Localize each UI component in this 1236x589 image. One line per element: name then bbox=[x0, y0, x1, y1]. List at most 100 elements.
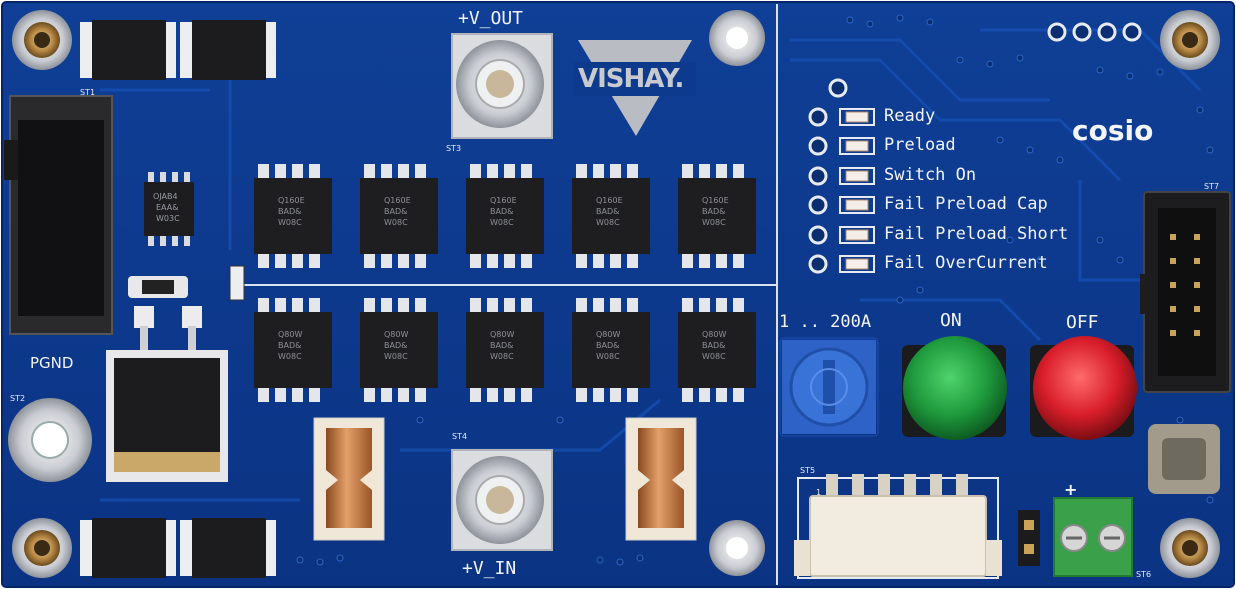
diode-icon bbox=[80, 20, 176, 80]
mosfet-top-marking: Q160E bbox=[596, 196, 623, 205]
mosfet-top-marking: BAD& bbox=[596, 207, 620, 216]
mosfet-top-marking: W08C bbox=[490, 218, 514, 227]
mosfet-top-marking: W08C bbox=[278, 218, 302, 227]
output-terminal-icon bbox=[451, 33, 553, 139]
ground-label: PGND bbox=[30, 354, 74, 372]
mosfet-bottom-marking: Q80W bbox=[384, 330, 409, 339]
terminal-polarity-label: + bbox=[1064, 480, 1078, 499]
driver-ic-icon bbox=[144, 172, 194, 246]
smd-resistor-icon bbox=[229, 265, 245, 301]
status-led-icon bbox=[839, 196, 875, 214]
test-point-icon bbox=[808, 107, 828, 127]
input-terminal-icon bbox=[451, 449, 553, 551]
mosfet-row-bottom bbox=[254, 298, 756, 402]
header-pads-icon bbox=[1047, 22, 1142, 42]
designator-st7: ST7 bbox=[1204, 182, 1220, 191]
diode-icon bbox=[180, 20, 276, 80]
wire-connector-icon bbox=[794, 474, 1002, 579]
test-point-icon bbox=[808, 136, 828, 156]
current-trimmer-icon[interactable] bbox=[779, 337, 879, 437]
status-led-icon bbox=[839, 137, 875, 155]
driver-ic-marking-line2: EAA& bbox=[156, 203, 179, 212]
designator-st2: ST2 bbox=[10, 394, 26, 403]
screw-hole-icon bbox=[709, 10, 765, 66]
mosfet-icon bbox=[466, 164, 544, 268]
test-point-icon bbox=[828, 78, 848, 98]
mounting-hole-icon bbox=[12, 10, 72, 70]
designator-st5: ST5 bbox=[800, 466, 816, 475]
status-led-icon bbox=[839, 167, 875, 185]
status-led-0-label: Ready bbox=[884, 106, 936, 126]
mosfet-top-marking: BAD& bbox=[384, 207, 408, 216]
mosfet-bottom-marking: BAD& bbox=[384, 341, 408, 350]
mosfet-bottom-marking: W08C bbox=[490, 352, 514, 361]
mosfet-bottom-marking: Q80W bbox=[596, 330, 621, 339]
diode-icon bbox=[180, 518, 276, 578]
vishay-logo-icon bbox=[574, 40, 696, 136]
mosfet-top-marking: Q160E bbox=[278, 196, 305, 205]
mosfet-icon bbox=[360, 164, 438, 268]
via-field bbox=[296, 14, 1214, 566]
current-range-label: 1 .. 200A bbox=[779, 312, 872, 332]
mosfet-icon bbox=[466, 298, 544, 402]
mounting-hole-icon bbox=[1160, 10, 1220, 70]
vishay-logo: VISHAY. bbox=[578, 64, 684, 94]
mosfet-icon bbox=[678, 298, 756, 402]
mosfet-bottom-marking: Q80W bbox=[702, 330, 727, 339]
off-button[interactable] bbox=[1030, 336, 1137, 440]
jumper-icon[interactable] bbox=[1018, 510, 1040, 566]
status-led-icon bbox=[839, 255, 875, 273]
designator-st6: ST6 bbox=[1136, 570, 1152, 579]
mosfet-bottom-marking: W08C bbox=[384, 352, 408, 361]
mosfet-bottom-marking: BAD& bbox=[278, 341, 302, 350]
output-terminal-label: +V_OUT bbox=[458, 8, 524, 29]
test-point-icon bbox=[808, 195, 828, 215]
ground-terminal-icon bbox=[8, 398, 92, 482]
on-button-label: ON bbox=[940, 310, 962, 331]
mosfet-top-marking: Q160E bbox=[702, 196, 729, 205]
designator-st3: ST3 bbox=[446, 144, 462, 153]
mosfet-icon bbox=[572, 164, 650, 268]
mosfet-bottom-marking: BAD& bbox=[596, 341, 620, 350]
mounting-hole-icon bbox=[12, 518, 72, 578]
status-led-4-label: Fail Preload Short bbox=[884, 224, 1069, 244]
mosfet-top-marking: W08C bbox=[384, 218, 408, 227]
mosfet-top-marking: Q160E bbox=[490, 196, 517, 205]
mosfet-top-marking: BAD& bbox=[278, 207, 302, 216]
mosfet-top-marking: BAD& bbox=[490, 207, 514, 216]
mosfet-icon bbox=[678, 164, 756, 268]
inductor-icon bbox=[1148, 424, 1220, 494]
mosfet-bottom-marking: BAD& bbox=[702, 341, 726, 350]
mounting-hole-icon bbox=[1160, 518, 1220, 578]
mosfet-icon bbox=[254, 298, 332, 402]
mosfet-bottom-marking: Q80W bbox=[278, 330, 303, 339]
screw-hole-icon bbox=[709, 520, 765, 576]
status-led-icon bbox=[839, 226, 875, 244]
status-led-5-label: Fail OverCurrent bbox=[884, 253, 1048, 273]
test-point-icon bbox=[808, 225, 828, 245]
mosfet-bottom-marking: W08C bbox=[596, 352, 620, 361]
transistor-icon bbox=[106, 306, 228, 482]
pcb-traces bbox=[100, 28, 1202, 502]
off-button-label: OFF bbox=[1066, 312, 1099, 333]
status-led-3-label: Fail Preload Cap bbox=[884, 194, 1048, 214]
status-led-1-label: Preload bbox=[884, 135, 956, 155]
cosio-logo: cosio bbox=[1072, 114, 1154, 147]
mosfet-top-marking: W08C bbox=[702, 218, 726, 227]
status-led-2-label: Switch On bbox=[884, 165, 977, 185]
diode-icon bbox=[80, 518, 176, 578]
test-point-icon bbox=[808, 254, 828, 274]
designator-st1: ST1 bbox=[80, 88, 96, 97]
on-button[interactable] bbox=[902, 336, 1007, 440]
status-led-icon bbox=[839, 108, 875, 126]
status-led-column bbox=[808, 107, 875, 274]
driver-ic-marking-line1: OJAB4 bbox=[153, 192, 178, 201]
driver-ic-marking-line3: W03C bbox=[156, 214, 180, 223]
mosfet-icon bbox=[572, 298, 650, 402]
screw-terminal-icon[interactable] bbox=[1053, 497, 1133, 577]
test-point-icon bbox=[808, 166, 828, 186]
mosfet-bottom-marking: W08C bbox=[702, 352, 726, 361]
mosfet-row-top bbox=[254, 164, 756, 268]
mosfet-bottom-marking: Q80W bbox=[490, 330, 515, 339]
